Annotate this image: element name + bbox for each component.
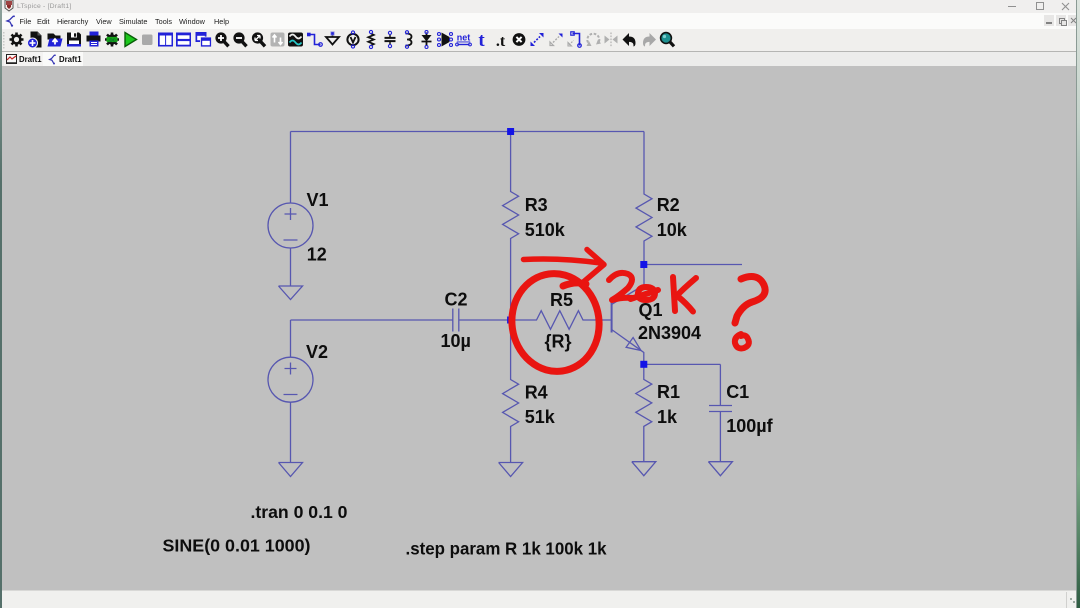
svg-text:R2: R2 — [657, 195, 680, 215]
svg-text:R3: R3 — [525, 195, 548, 215]
svg-text:510k: 510k — [525, 220, 566, 240]
svg-text:100µf: 100µf — [726, 416, 773, 436]
svg-text:Q1: Q1 — [639, 300, 663, 320]
svg-text:R5: R5 — [550, 290, 573, 310]
svg-text:2N3904: 2N3904 — [638, 323, 701, 343]
svg-text:R1: R1 — [657, 382, 680, 402]
svg-text:{R}: {R} — [545, 332, 572, 352]
svg-text:C1: C1 — [726, 382, 749, 402]
svg-text:.DC: .DC — [108, 37, 117, 42]
svg-text:net: net — [457, 33, 471, 43]
svg-text:10k: 10k — [657, 220, 688, 240]
svg-text:.tran 0 0.1 0: .tran 0 0.1 0 — [251, 502, 348, 522]
svg-text:10µ: 10µ — [441, 331, 471, 351]
svg-text:51k: 51k — [525, 407, 556, 427]
svg-text:t: t — [478, 30, 485, 51]
svg-text:.step param R 1k 100k 1k: .step param R 1k 100k 1k — [406, 539, 607, 559]
svg-text:V1: V1 — [307, 190, 329, 210]
svg-text:.t: .t — [496, 33, 506, 50]
svg-text:C2: C2 — [445, 290, 468, 310]
svg-text:V2: V2 — [306, 342, 328, 362]
svg-text:SINE(0 0.01 1000): SINE(0 0.01 1000) — [163, 536, 311, 556]
svg-text:R4: R4 — [525, 383, 548, 403]
svg-text:12: 12 — [307, 245, 327, 265]
svg-text:1k: 1k — [657, 407, 678, 427]
